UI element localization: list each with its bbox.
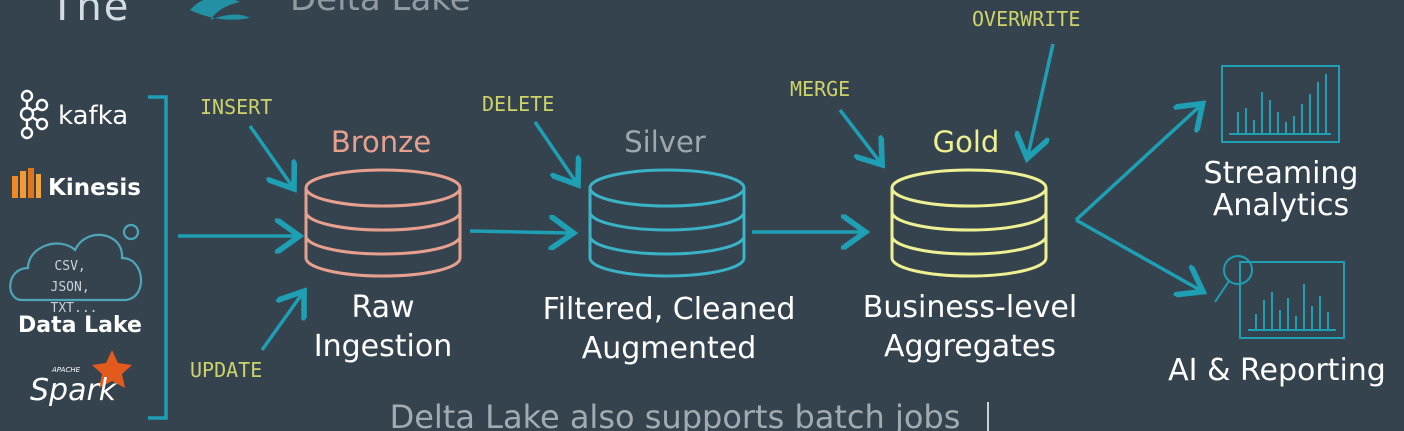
insert-label: INSERT — [200, 95, 272, 119]
delta-logo-icon — [190, 0, 250, 20]
cloud-files-line-3: TXT... — [51, 301, 98, 316]
bronze-caption-2: Ingestion — [314, 329, 452, 364]
update-arrow — [260, 294, 302, 352]
ai-reporting-label: AI & Reporting — [1168, 353, 1386, 388]
merge-arrow — [838, 108, 880, 162]
header-fragment: The — [50, 0, 130, 30]
bronze-label: Bronze — [331, 125, 431, 159]
kinesis-label: Kinesis — [48, 175, 141, 201]
delete-arrow — [533, 121, 576, 182]
output-arrow-streaming — [1074, 106, 1200, 222]
streaming-label-1: Streaming — [1204, 156, 1359, 191]
streaming-label-2: Analytics — [1213, 188, 1349, 223]
overwrite-arrow — [1028, 43, 1055, 155]
header-title-fragment: The — [50, 0, 131, 30]
cloud-icon — [9, 223, 143, 302]
kafka-label: kafka — [58, 101, 128, 131]
kinesis-icon — [12, 168, 41, 198]
ai-reporting-icon — [1214, 255, 1345, 339]
bronze-caption-1: Raw — [351, 290, 414, 325]
spark-icon — [92, 350, 132, 388]
gold-label: Gold — [933, 125, 1000, 159]
output-arrow-ai — [1075, 218, 1200, 290]
sources-bracket — [148, 95, 168, 420]
cloud-files-line-1: CSV, — [54, 259, 85, 274]
spark-label: Spark — [30, 373, 118, 408]
gold-caption-2: Aggregates — [884, 329, 1056, 364]
header-subtitle-fragment: Delta Lake — [290, 0, 471, 19]
insert-arrow — [248, 124, 292, 186]
flow-arrow-bronze-to-silver — [469, 231, 570, 233]
silver-label: Silver — [624, 125, 706, 159]
gold-table-icon — [890, 168, 1048, 278]
silver-table-icon — [588, 168, 746, 278]
spark-apache-label: APACHE — [51, 366, 81, 374]
silver-caption-1: Filtered, Cleaned — [543, 292, 796, 327]
bronze-table-icon — [304, 168, 462, 278]
silver-caption-2: Augmented — [582, 331, 757, 366]
streaming-chart-icon — [1221, 65, 1340, 143]
delete-label: DELETE — [482, 92, 554, 116]
datalake-label: Data Lake — [18, 313, 142, 338]
cloud-files-line-2: JSON, — [51, 280, 90, 295]
merge-label: MERGE — [790, 77, 850, 101]
update-label: UPDATE — [190, 358, 262, 382]
kafka-icon — [19, 89, 49, 140]
gold-caption-1: Business-level — [863, 290, 1077, 325]
cloud-files-label: CSV, JSON, TXT... — [51, 259, 98, 316]
overwrite-label: OVERWRITE — [972, 7, 1080, 31]
footer-note: Delta Lake also supports batch jobs — [390, 398, 961, 431]
